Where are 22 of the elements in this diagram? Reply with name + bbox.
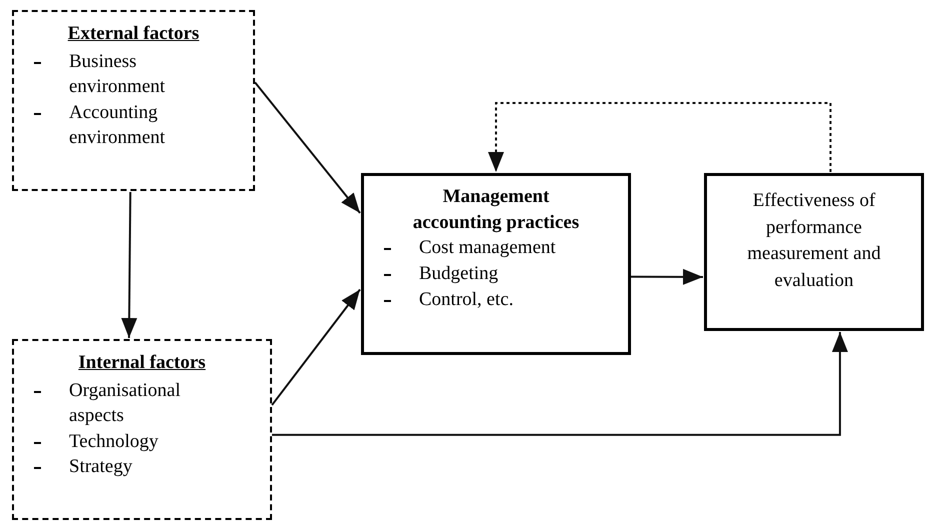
- arrow: [271, 288, 361, 406]
- process-box: [361, 173, 631, 355]
- node-heading: Management accounting practices: [412, 185, 580, 235]
- process-box: [704, 173, 924, 331]
- list-item: Strategy: [69, 455, 134, 480]
- list-item: Budgeting: [419, 262, 500, 286]
- list-item: Control, etc.: [419, 288, 514, 312]
- dashed-box: [12, 339, 272, 520]
- list-item: Cost management: [419, 236, 557, 260]
- node-heading: Internal factors: [77, 351, 207, 375]
- list-item: Technology: [69, 430, 160, 454]
- arrow: [254, 82, 361, 214]
- node-heading: Effectiveness of performance measurement and evaluation: [746, 189, 882, 293]
- dashed-box: [12, 10, 255, 191]
- list-item: Organisational aspects: [69, 378, 182, 428]
- arrow: [631, 268, 703, 285]
- list-item: Business environment: [69, 50, 166, 100]
- list-item: Accounting environment: [69, 100, 166, 150]
- arrow: [121, 192, 138, 338]
- arrow: [272, 332, 848, 436]
- dotted-arrow: [488, 102, 832, 172]
- node-heading: External factors: [66, 22, 200, 46]
